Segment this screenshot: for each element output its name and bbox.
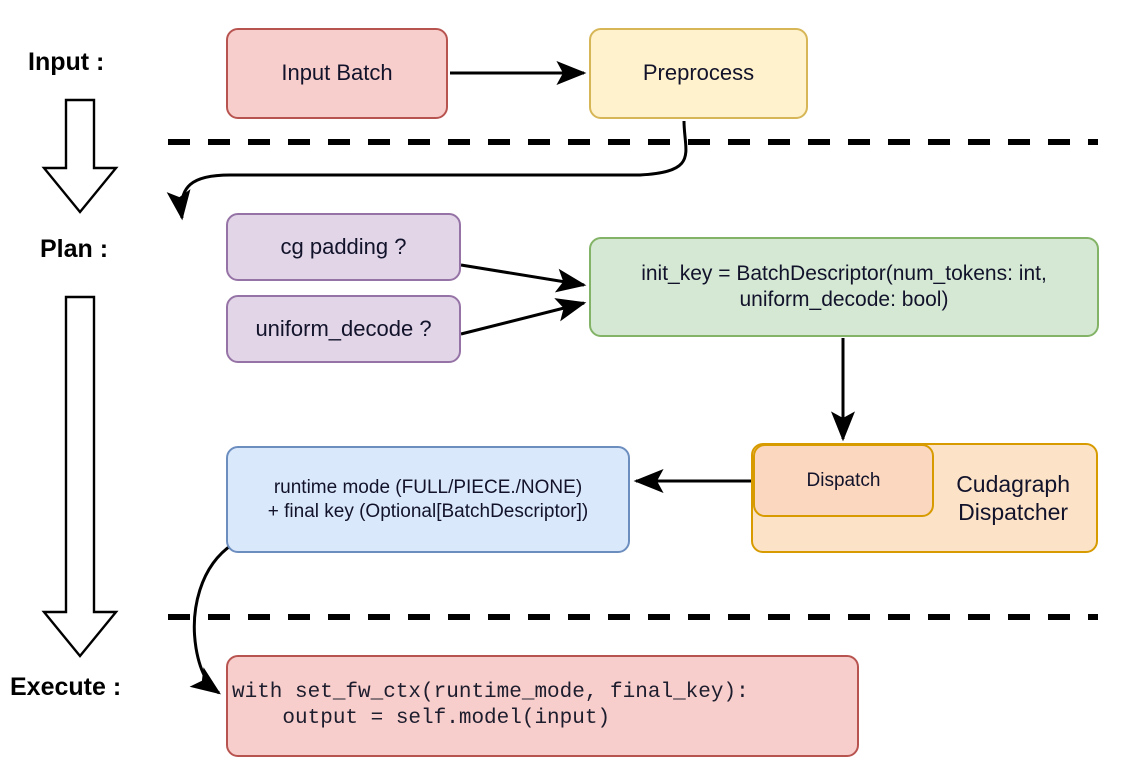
node-code-block[interactable]: with set_fw_ctx(runtime_mode, final_key)… — [226, 655, 859, 757]
node-preprocess[interactable]: Preprocess — [589, 28, 808, 119]
stage-arrow-plan-to-execute — [41, 295, 119, 658]
node-cg-padding[interactable]: cg padding ? — [226, 213, 461, 281]
node-init-key[interactable]: init_key = BatchDescriptor(num_tokens: i… — [589, 237, 1099, 337]
node-uniform-decode-label: uniform_decode ? — [255, 315, 432, 341]
node-runtime-mode-label-line1: runtime mode (FULL/PIECE./NONE) — [273, 477, 583, 499]
node-runtime-mode-text: runtime mode (FULL/PIECE./NONE) + final … — [268, 476, 589, 522]
node-init-key-label-line2: uniform_decode: bool) — [739, 288, 949, 311]
edge-uniform-decode-to-init-key — [460, 298, 587, 336]
node-code-line2: output = self.model(input) — [232, 707, 611, 730]
node-cudagraph-dispatcher-text: Cudagraph Dispatcher — [956, 470, 1070, 526]
node-init-key-text: init_key = BatchDescriptor(num_tokens: i… — [641, 261, 1047, 312]
node-cudagraph-dispatcher-label-line2: Dispatcher — [958, 499, 1069, 525]
node-cudagraph-dispatcher-label-line1: Cudagraph — [956, 470, 1070, 497]
node-dispatch-label: Dispatch — [806, 469, 881, 491]
node-input-batch[interactable]: Input Batch — [226, 28, 448, 119]
node-uniform-decode[interactable]: uniform_decode ? — [226, 295, 461, 363]
node-code-text: with set_fw_ctx(runtime_mode, final_key)… — [232, 680, 749, 731]
node-cg-padding-label: cg padding ? — [280, 233, 407, 259]
node-code-line1: with set_fw_ctx(runtime_mode, final_key)… — [232, 681, 749, 705]
node-runtime-mode-label-line2: + final key (Optional[BatchDescriptor]) — [267, 500, 589, 522]
node-init-key-label-line1: init_key = BatchDescriptor(num_tokens: i… — [641, 262, 1047, 286]
stage-label-plan: Plan : — [40, 235, 109, 263]
node-dispatch[interactable]: Dispatch — [753, 444, 934, 517]
edge-preprocess-to-cg-padding — [166, 120, 688, 221]
edge-cg-padding-to-init-key — [460, 263, 587, 293]
stage-arrow-input-to-plan — [41, 98, 119, 214]
stage-label-execute: Execute : — [10, 673, 122, 701]
node-runtime-mode[interactable]: runtime mode (FULL/PIECE./NONE) + final … — [226, 446, 630, 553]
stage-label-input: Input : — [28, 48, 105, 76]
node-preprocess-label: Preprocess — [642, 60, 755, 86]
node-input-batch-label: Input Batch — [281, 60, 393, 86]
